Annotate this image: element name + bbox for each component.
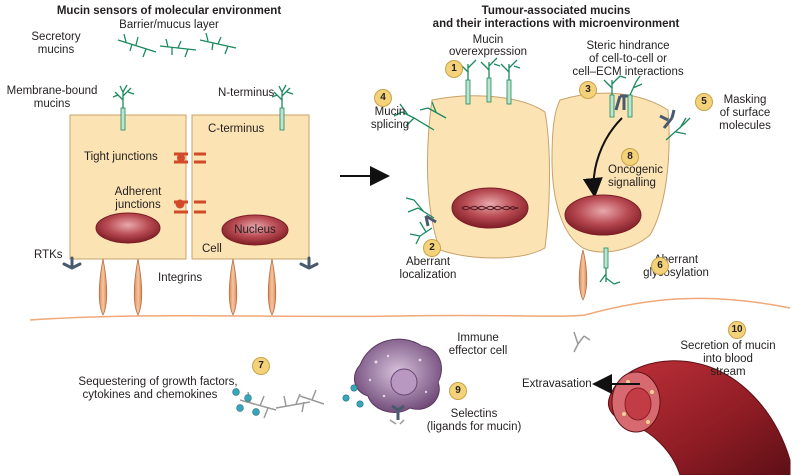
title-right-line2: and their interactions with microenviron… bbox=[432, 18, 680, 30]
integrins-left bbox=[98, 258, 277, 316]
selectins-label-1: Selectins bbox=[450, 408, 498, 420]
immune-label-2: effector cell bbox=[448, 345, 508, 357]
oncogenic-label-2: signalling bbox=[608, 177, 656, 189]
cell-label: Cell bbox=[202, 243, 222, 255]
aberrant-localization-label-1: Aberrant bbox=[405, 256, 451, 268]
membrane-mucin-right bbox=[271, 84, 294, 131]
tight-junction bbox=[174, 152, 206, 164]
integrins-label: Integrins bbox=[158, 272, 203, 284]
extravasation-label: Extravasation bbox=[522, 378, 592, 390]
tumour-nucleus-right bbox=[564, 194, 642, 236]
selectins-label-2: (ligands for mucin) bbox=[426, 421, 522, 433]
oncogenic-label-1: Oncogenic bbox=[608, 164, 663, 176]
secretion-label-3: stream bbox=[710, 366, 746, 378]
basement-membrane bbox=[29, 297, 791, 321]
masking-mucin bbox=[659, 109, 691, 141]
badge-8: 8 bbox=[621, 148, 639, 166]
sequestering-mucins bbox=[239, 389, 325, 419]
steric-label-1: Steric hindrance bbox=[586, 40, 670, 52]
membrane-mucin-left bbox=[112, 84, 135, 131]
secretion-label-1: Secretion of mucin bbox=[680, 340, 776, 352]
secretory-label-1: Secretory bbox=[31, 31, 81, 43]
aberrant-localization-label-2: localization bbox=[399, 269, 457, 281]
secretory-label-2: mucins bbox=[37, 44, 75, 56]
badge-3: 3 bbox=[579, 81, 597, 99]
growth-factor-dots bbox=[232, 388, 260, 416]
title-right-line1: Tumour-associated mucins bbox=[481, 5, 631, 17]
nucleus-label: Nucleus bbox=[234, 224, 276, 236]
adherent-label-2: junctions bbox=[115, 199, 161, 211]
splicing-label-1: Mucin bbox=[374, 106, 406, 118]
tight-junctions-label: Tight junctions bbox=[84, 151, 158, 163]
spliced-mucin bbox=[393, 101, 447, 131]
badge-6: 6 bbox=[651, 257, 669, 275]
aberrant-localization-mucins bbox=[405, 197, 437, 245]
barrier-label: Barrier/mucus layer bbox=[119, 19, 219, 31]
oncogenic-arrow bbox=[582, 117, 623, 198]
overexpression-label-1: Mucin bbox=[472, 34, 504, 46]
immune-dots bbox=[342, 384, 364, 408]
overexpression-label-2: overexpression bbox=[449, 46, 527, 58]
shed-mucin bbox=[573, 331, 591, 353]
overexpressed-mucins bbox=[457, 57, 521, 105]
badge-1: 1 bbox=[445, 60, 463, 78]
title-left: Mucin sensors of molecular environment bbox=[56, 5, 282, 17]
aberrant-glycosylation-mucin bbox=[599, 247, 621, 285]
splicing-label-2: splicing bbox=[370, 119, 410, 131]
tumour-integrin bbox=[578, 249, 588, 301]
nucleus-left bbox=[95, 212, 161, 244]
steric-mucins bbox=[603, 75, 643, 118]
c-terminus-label: C-terminus bbox=[208, 123, 265, 135]
badge-7: 7 bbox=[252, 357, 270, 375]
sequestering-label-2: cytokines and chemokines bbox=[82, 389, 218, 401]
immune-label-1: Immune bbox=[457, 332, 499, 344]
badge-4: 4 bbox=[374, 89, 392, 107]
sequestering-label-1: Sequestering of growth factors, bbox=[78, 376, 238, 388]
secretory-mucins bbox=[117, 32, 237, 58]
adherent-junction bbox=[174, 199, 206, 214]
steric-label-3: cell–ECM interactions bbox=[572, 66, 684, 78]
rtk-receptors bbox=[62, 256, 319, 270]
badge-2: 2 bbox=[423, 239, 441, 257]
immune-cell-nucleus bbox=[390, 368, 418, 396]
steric-label-2: of cell-to-cell or bbox=[589, 53, 667, 65]
masking-label-1: Masking bbox=[723, 94, 767, 106]
n-terminus-label: N-terminus bbox=[218, 87, 275, 99]
masking-label-3: molecules bbox=[719, 120, 771, 132]
selectin-receptor bbox=[389, 404, 405, 425]
badge-5: 5 bbox=[695, 93, 713, 111]
membrane-label-2: mucins bbox=[33, 98, 71, 110]
rtks-label: RTKs bbox=[34, 249, 63, 261]
badge-9: 9 bbox=[449, 382, 467, 400]
masking-label-2: of surface bbox=[719, 107, 771, 119]
adherent-label-1: Adherent bbox=[114, 186, 162, 198]
tumour-nucleus-left bbox=[451, 187, 529, 229]
membrane-label-1: Membrane-bound bbox=[6, 85, 98, 97]
tumour-cell-left bbox=[426, 95, 550, 259]
secretion-label-2: into blood bbox=[703, 353, 753, 365]
nucleus-right bbox=[221, 214, 289, 246]
badge-10: 10 bbox=[728, 321, 746, 339]
